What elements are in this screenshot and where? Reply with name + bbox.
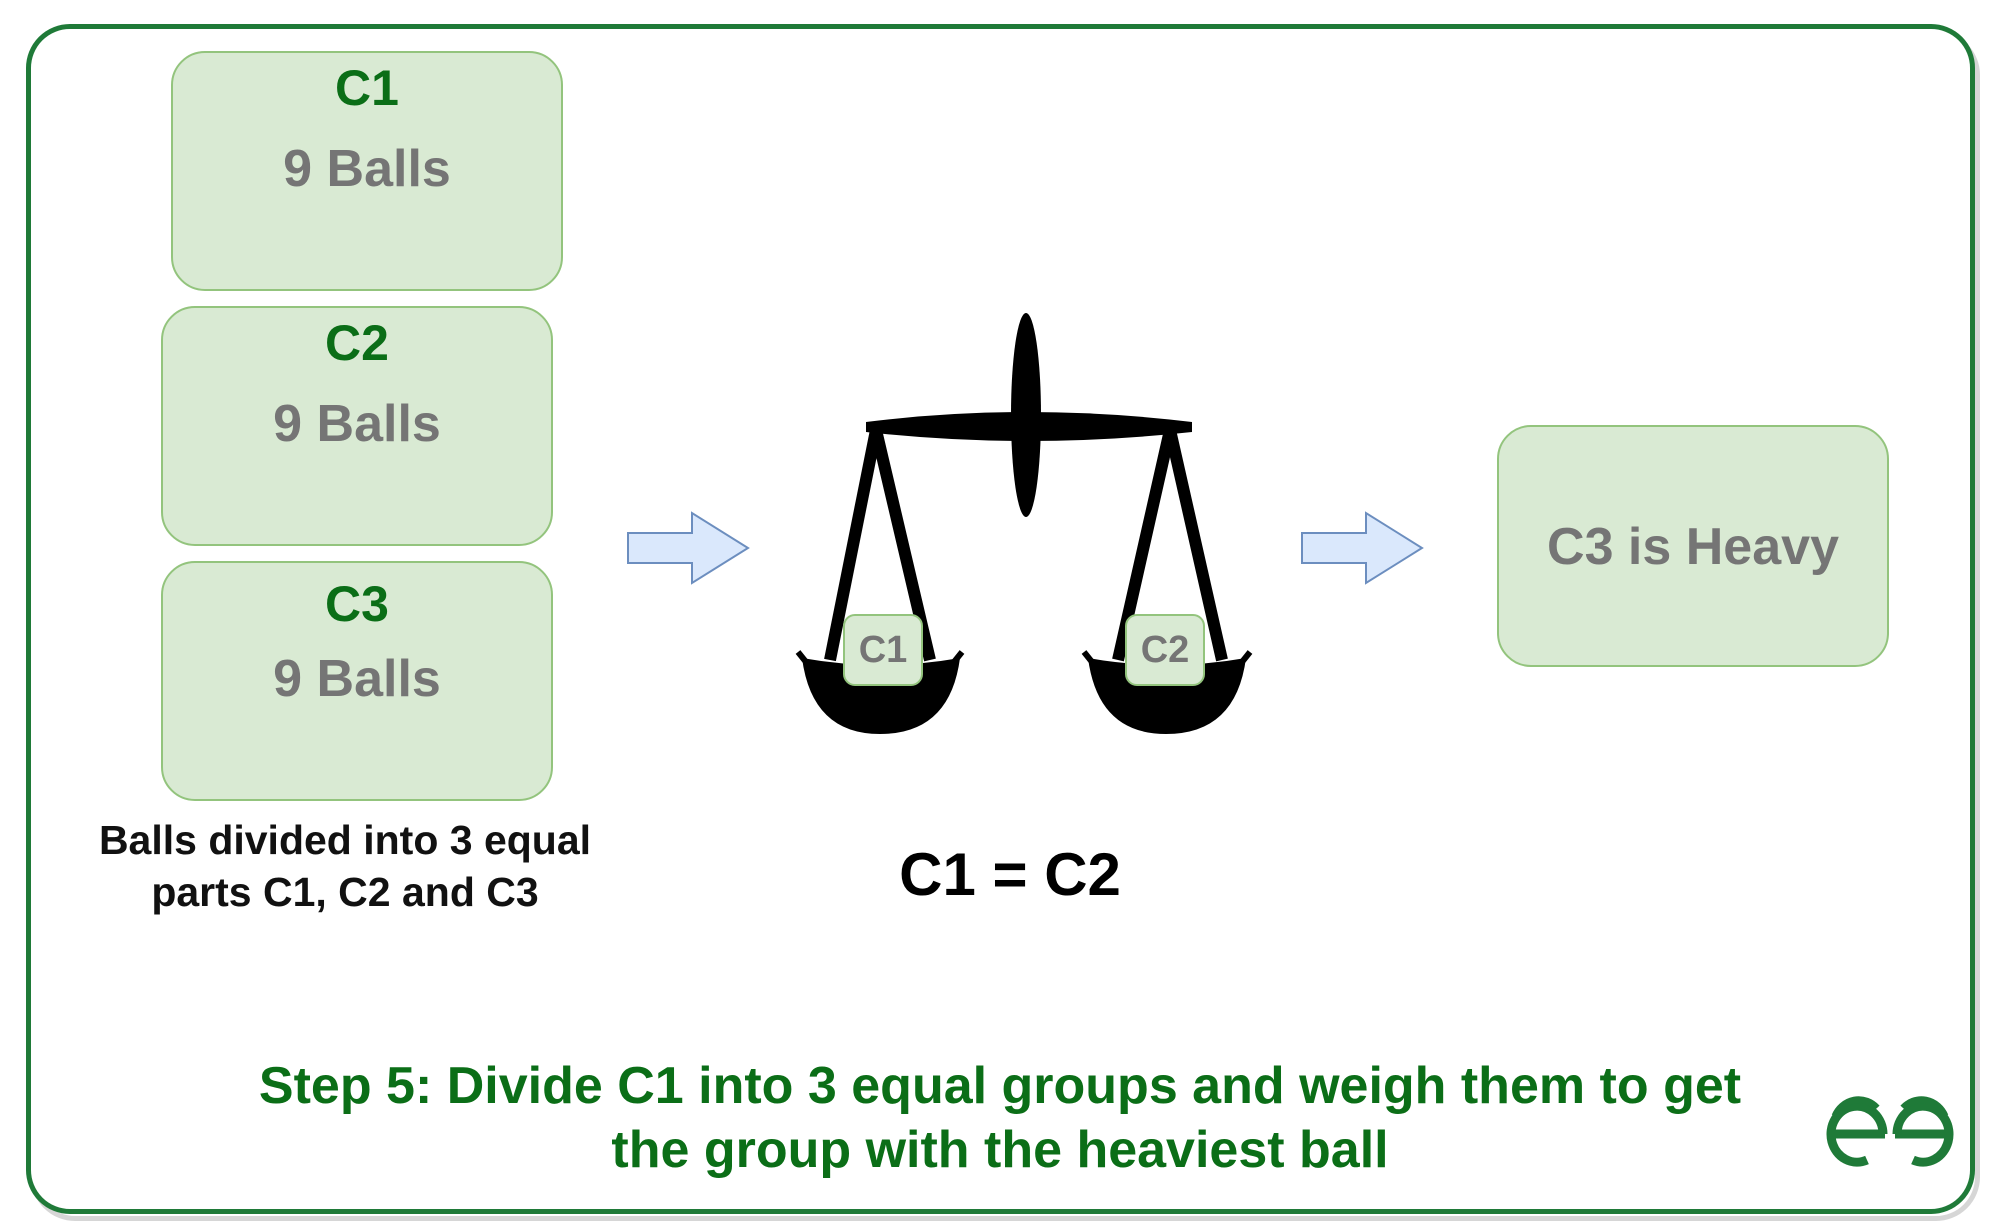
result-text: C3 is Heavy	[1547, 518, 1839, 576]
pan-label-left: C1	[843, 614, 923, 686]
group-label: C1	[335, 60, 399, 116]
group-label: C2	[325, 315, 389, 371]
group-box-c3: C3 9 Balls	[161, 561, 553, 801]
group-label: C3	[325, 576, 389, 632]
group-count: 9 Balls	[273, 650, 441, 708]
right-arrow-icon	[627, 511, 750, 585]
group-box-c2: C2 9 Balls	[161, 306, 553, 546]
groups-caption-line1: Balls divided into 3 equal	[98, 817, 592, 863]
step-line2: the group with the heaviest ball	[611, 1121, 1389, 1179]
balance-scale: C1 C2	[790, 280, 1260, 740]
gfg-logo-icon	[1826, 1096, 1954, 1167]
group-box-c1: C1 9 Balls	[171, 51, 563, 291]
group-count: 9 Balls	[283, 140, 451, 198]
step-line1: Step 5: Divide C1 into 3 equal groups an…	[258, 1057, 1742, 1115]
group-count: 9 Balls	[273, 395, 441, 453]
result-box: C3 is Heavy	[1497, 425, 1889, 667]
groups-caption-line2: parts C1, C2 and C3	[151, 869, 539, 915]
pan-label-right: C2	[1125, 614, 1205, 686]
groups-caption: Balls divided into 3 equal parts C1, C2 …	[60, 814, 630, 918]
step-description: Step 5: Divide C1 into 3 equal groups an…	[140, 1054, 1860, 1182]
equation: C1 = C2	[899, 841, 1121, 908]
right-arrow-icon	[1301, 511, 1424, 585]
